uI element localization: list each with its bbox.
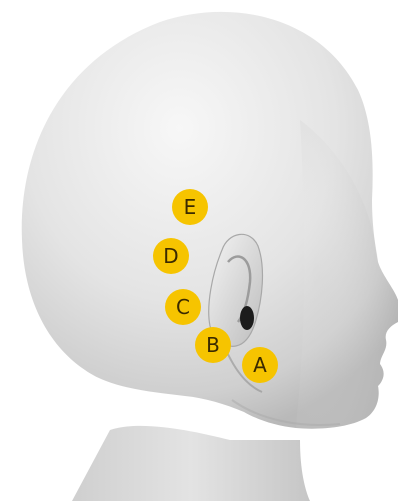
marker-label: B bbox=[206, 335, 220, 355]
marker-label: D bbox=[163, 246, 178, 266]
marker-c[interactable]: C bbox=[165, 289, 201, 325]
marker-b[interactable]: B bbox=[195, 327, 231, 363]
marker-e[interactable]: E bbox=[172, 189, 208, 225]
marker-label: A bbox=[253, 355, 267, 375]
marker-a[interactable]: A bbox=[242, 347, 278, 383]
marker-d[interactable]: D bbox=[153, 238, 189, 274]
marker-label: E bbox=[184, 197, 197, 217]
marker-label: C bbox=[176, 297, 190, 317]
